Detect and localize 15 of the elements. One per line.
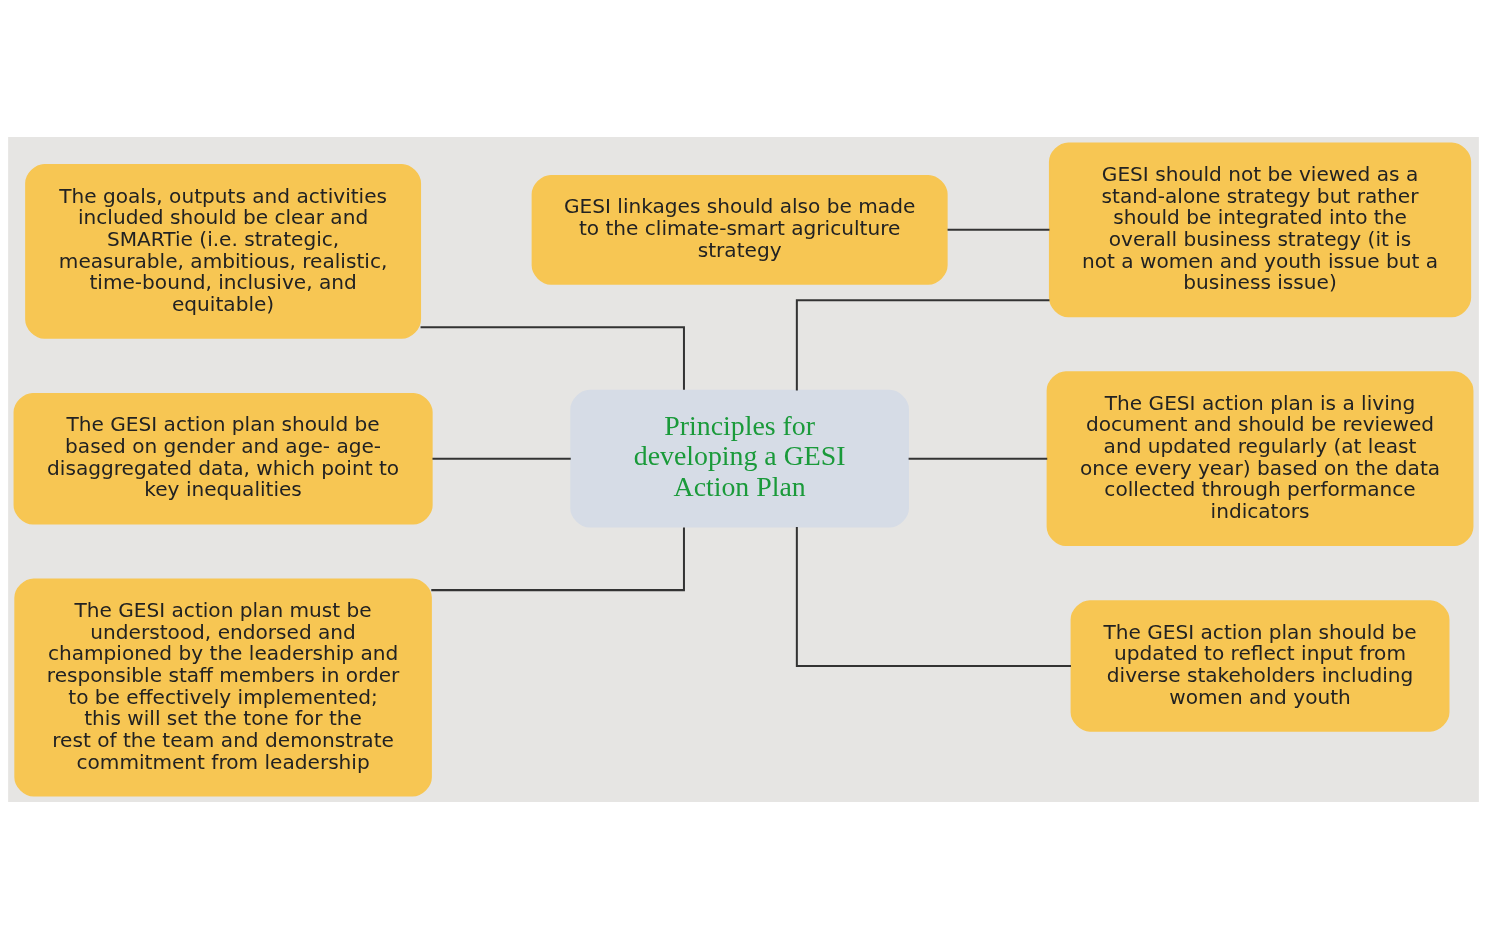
node-box: The GESI action plan must be understood, endorsed and championed by the leadership and responsible staff members in order to be effectively implemented; this will set the tone for the rest of the team and demonstrate commitment from leadership [14, 578, 432, 797]
node-box: The GESI action plan should be updated to reflect input from diverse stakeholders including women and youth [1070, 599, 1450, 732]
connector [420, 325, 685, 390]
connector [795, 526, 1071, 667]
connector [947, 228, 1050, 231]
connector [908, 457, 1048, 460]
node-box: Principles for developing a GESI Action Plan [570, 389, 909, 527]
node-box: GESI should not be viewed as a stand-alone strategy but rather should be integrated into the overall business strategy (it is not a women and youth issue but a business issue) [1048, 141, 1472, 317]
node-box: The GESI action plan is a living document and should be reviewed and updated regularly (at least once every year) based on the data collected through performance indicators [1046, 370, 1474, 546]
connector [795, 298, 1050, 391]
node-box: The GESI action plan should be based on gender and age- age-disaggregated data, which point to key inequalities [13, 392, 433, 524]
node-box: The goals, outputs and activities included should be clear and SMARTie (i.e. strategic, measurable, ambitious, realistic, time-bound, inclusive, and equitable) [25, 163, 422, 339]
connector [431, 527, 685, 591]
connector [432, 457, 571, 460]
node-box: GESI linkages should also be made to the climate-smart agriculture strategy [531, 174, 948, 285]
